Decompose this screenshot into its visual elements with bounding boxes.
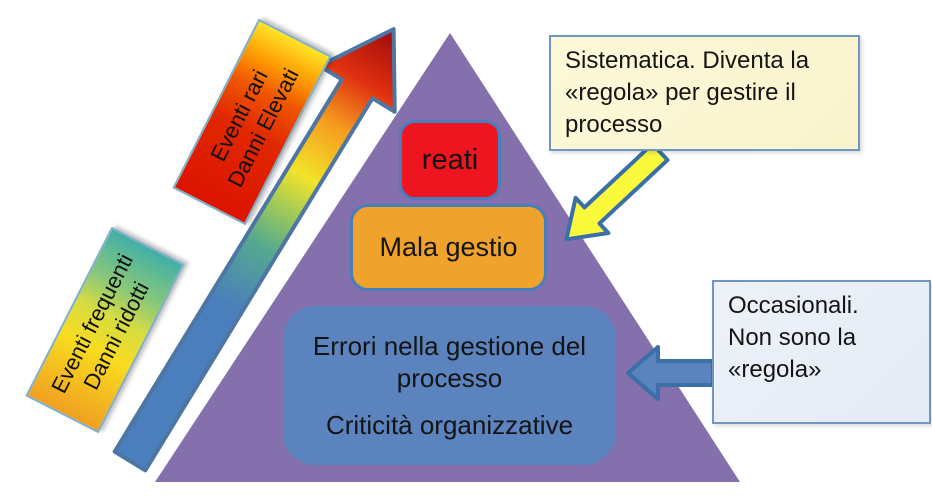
- occasionali-line-3: «regola»: [728, 355, 822, 383]
- sistematica-callout: Sistematica. Diventa la «regola» per ges…: [549, 35, 860, 151]
- risk-gradient-arrow: [112, 27, 397, 473]
- mala-gestio-label: Mala gestio: [379, 232, 518, 262]
- occasionali-line-1: Occasionali.: [728, 292, 859, 319]
- occasionali-callout: Occasionali. Non sono la «regola»: [712, 280, 931, 424]
- errori-line-1: Errori nella gestione del processo: [312, 330, 587, 394]
- pyramid-level-errori: Errori nella gestione del processo Criti…: [283, 306, 616, 465]
- pyramid-level-reati: reati: [399, 120, 501, 200]
- sistematica-line-2: «regola» per gestire il: [565, 78, 796, 106]
- sistematica-line-1: Sistematica. Diventa la: [565, 47, 810, 74]
- pyramid-level-mala-gestio: Mala gestio: [350, 204, 547, 291]
- occasionali-line-2: Non sono la: [728, 323, 857, 351]
- yellow-callout-arrow: [564, 141, 670, 242]
- reati-label: reati: [421, 143, 479, 176]
- blue-callout-arrow: [626, 345, 715, 401]
- errori-line-2: Criticità organizzative: [325, 409, 574, 440]
- sistematica-line-3: processo: [565, 110, 663, 138]
